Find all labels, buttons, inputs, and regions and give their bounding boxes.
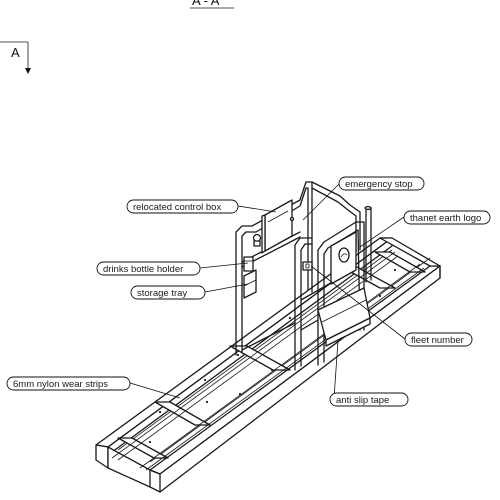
callout-thanet-earth-logo-text: thanet earth logo	[410, 213, 481, 224]
callout-storage-tray-text: storage tray	[137, 288, 187, 299]
section-marker-text: A	[11, 45, 20, 60]
callout-fleet-number-text: fleet number	[411, 335, 464, 346]
callout-anti-slip-tape-text: anti slip tape	[336, 395, 389, 406]
storage-tray	[243, 269, 257, 299]
section-title: A - A	[190, 0, 234, 9]
callout-thanet-earth-logo: thanet earth logo	[403, 210, 491, 225]
chassis-frame	[95, 237, 441, 493]
callout-drinks-bottle-holder: drinks bottle holder	[96, 261, 201, 276]
callout-drinks-bottle-holder-text: drinks bottle holder	[103, 264, 183, 275]
leader-lines	[129, 183, 406, 399]
fleet-number-plate	[302, 261, 313, 271]
logo-panel	[330, 231, 357, 285]
callout-emergency-stop-text: emergency stop	[345, 179, 413, 190]
callout-storage-tray: storage tray	[130, 285, 206, 300]
drinks-bottle-holder	[243, 256, 254, 272]
callout-emergency-stop: emergency stop	[338, 176, 425, 191]
callout-nylon-wear-strips-text: 6mm nylon wear strips	[13, 379, 108, 390]
callout-anti-slip-tape: anti slip tape	[329, 392, 409, 407]
relocated-control-box	[261, 199, 295, 254]
callout-fleet-number: fleet number	[404, 332, 473, 347]
section-title-text: A - A	[192, 0, 220, 8]
callout-relocated-control-box: relocated control box	[126, 199, 239, 214]
callout-nylon-wear-strips: 6mm nylon wear strips	[6, 376, 131, 391]
section-marker: A	[0, 41, 31, 74]
emergency-stop	[252, 233, 262, 247]
callout-relocated-control-box-text: relocated control box	[133, 202, 221, 213]
